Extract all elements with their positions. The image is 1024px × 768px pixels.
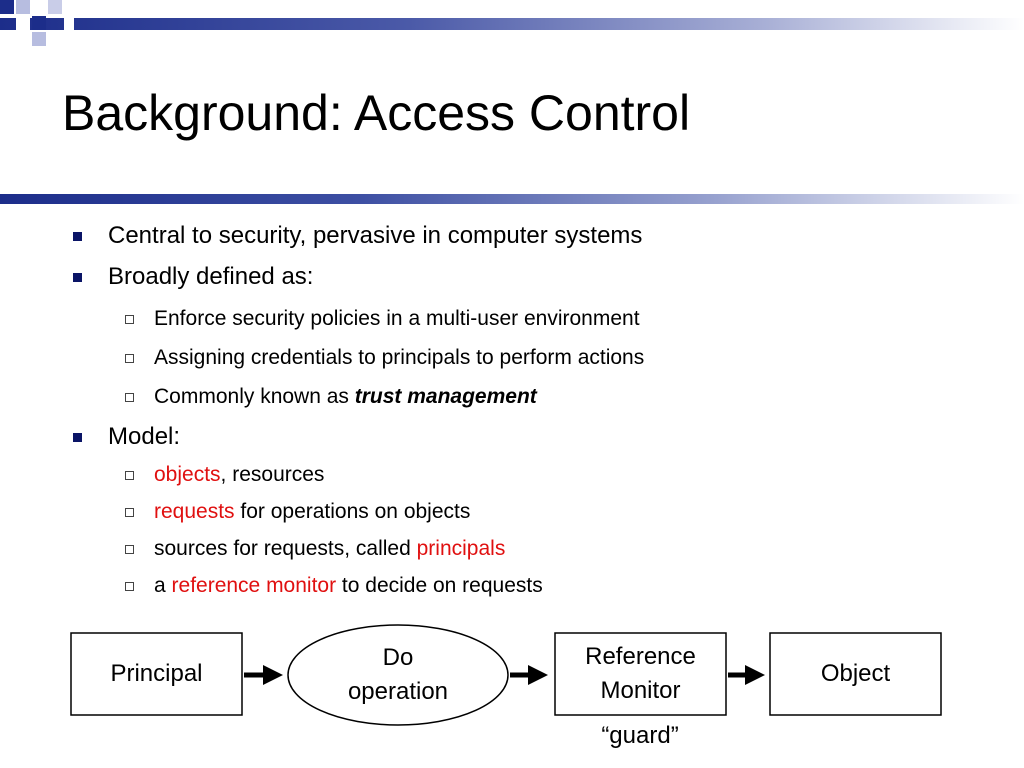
highlight-term: requests [154, 500, 235, 523]
do-operation-label: Do operation [347, 644, 449, 705]
principal-label: Principal [110, 660, 203, 687]
principal-box [70, 632, 243, 716]
bullet-item: Central to security, pervasive in comput… [73, 222, 642, 250]
emphasis-text: trust management [354, 385, 537, 408]
square-bullet-icon [73, 433, 82, 442]
highlight-term: principals [416, 537, 506, 560]
title-underline-rule [0, 194, 1024, 204]
slide-title: Background: Access Control [62, 85, 691, 141]
hollow-square-bullet-icon [125, 545, 134, 554]
object-box [769, 632, 942, 716]
guard-caption: “guard” [601, 722, 679, 749]
hollow-square-bullet-icon [125, 508, 134, 517]
do-operation-ellipse [287, 624, 509, 726]
sub-bullet-item: Assigning credentials to principals to p… [125, 346, 644, 370]
reference-monitor-label: Reference Monitor [585, 643, 696, 704]
bullet-item: Broadly defined as: [73, 263, 313, 291]
sub-bullet-item: a reference monitor to decide on request… [125, 574, 543, 598]
highlight-term: reference monitor [171, 574, 337, 597]
header-decoration [0, 0, 1024, 46]
hollow-square-bullet-icon [125, 582, 134, 591]
sub-bullet-item: requests for operations on objects [125, 500, 470, 524]
highlight-term: objects [154, 463, 221, 486]
hollow-square-bullet-icon [125, 393, 134, 402]
object-label: Object [820, 660, 891, 687]
hollow-square-bullet-icon [125, 354, 134, 363]
sub-bullet-item: sources for requests, called principals [125, 537, 506, 561]
hollow-square-bullet-icon [125, 471, 134, 480]
square-bullet-icon [73, 232, 82, 241]
bullet-item: Model: [73, 423, 180, 451]
reference-monitor-box [554, 632, 727, 716]
square-bullet-icon [73, 273, 82, 282]
sub-bullet-item: Enforce security policies in a multi-use… [125, 307, 640, 331]
hollow-square-bullet-icon [125, 315, 134, 324]
sub-bullet-item: objects, resources [125, 463, 324, 487]
sub-bullet-item: Commonly known as trust management [125, 385, 537, 409]
